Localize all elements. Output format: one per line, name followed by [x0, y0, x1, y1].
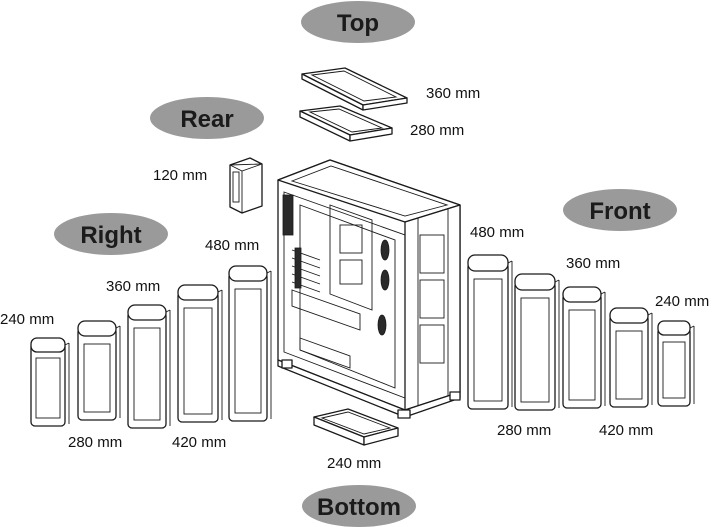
badge-top: Top	[301, 1, 415, 43]
badge-front: Front	[563, 189, 677, 231]
right-radiator-280	[77, 320, 121, 421]
front-size-280: 280 mm	[497, 422, 551, 439]
rear-size-120: 120 mm	[153, 167, 207, 184]
front-radiator-360	[562, 286, 606, 409]
badge-bottom: Bottom	[302, 485, 416, 527]
badge-rear: Rear	[150, 97, 264, 139]
badge-right: Right	[54, 213, 168, 255]
badge-bottom-label: Bottom	[317, 494, 401, 521]
front-size-420: 420 mm	[599, 422, 653, 439]
front-radiator-280	[514, 273, 560, 411]
top-size-280: 280 mm	[410, 122, 464, 139]
front-size-480: 480 mm	[470, 224, 524, 241]
rear-radiator-120	[229, 157, 263, 214]
right-size-360: 360 mm	[106, 278, 160, 295]
badge-top-label: Top	[337, 10, 379, 37]
right-radiator-240	[30, 337, 70, 427]
right-size-480: 480 mm	[205, 237, 259, 254]
right-size-420: 420 mm	[172, 434, 226, 451]
front-size-240: 240 mm	[655, 293, 709, 310]
pc-case-chassis	[277, 159, 461, 419]
right-size-240: 240 mm	[0, 311, 54, 328]
right-radiator-480	[228, 265, 272, 422]
front-radiator-420	[609, 307, 653, 408]
front-radiator-240	[657, 320, 695, 407]
badge-rear-label: Rear	[180, 106, 233, 133]
right-radiator-360	[127, 304, 171, 429]
bottom-radiator-240	[313, 408, 399, 446]
top-size-360: 360 mm	[426, 85, 480, 102]
front-radiator-480	[467, 254, 513, 410]
right-radiator-420	[177, 284, 223, 423]
right-size-280: 280 mm	[68, 434, 122, 451]
badge-right-label: Right	[80, 222, 141, 249]
front-size-360: 360 mm	[566, 255, 620, 272]
bottom-size-240: 240 mm	[327, 455, 381, 472]
top-radiator-360	[301, 67, 408, 111]
top-radiator-280	[299, 105, 393, 142]
badge-front-label: Front	[589, 198, 650, 225]
